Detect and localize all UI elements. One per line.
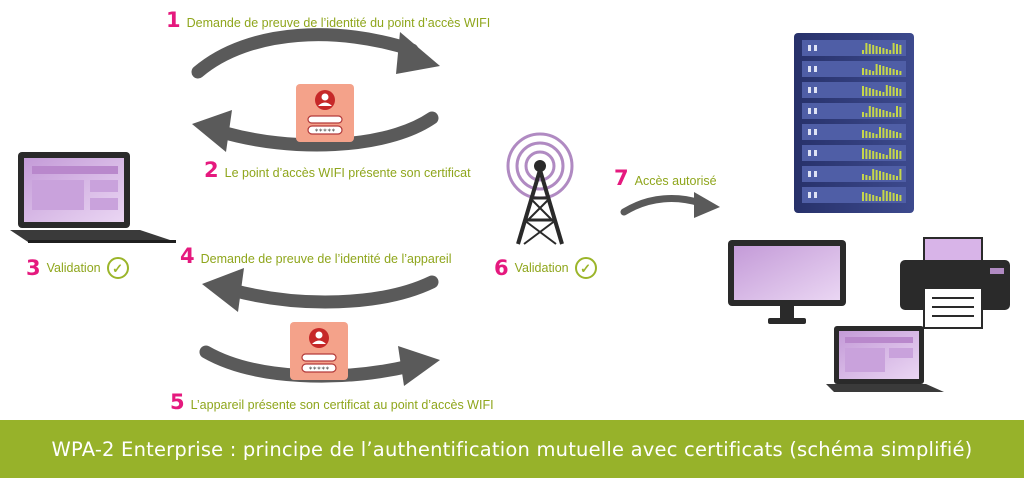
server-icon <box>794 33 914 213</box>
laptop-icon <box>10 152 176 243</box>
step-7-label: 7 Accès autorisé <box>614 166 717 190</box>
step-number: 1 <box>166 8 181 32</box>
step-2-label: 2 Le point d’accès WIFI présente son cer… <box>204 158 471 182</box>
certificate-icon: ***** <box>296 84 354 142</box>
step-5-label: 5 L’appareil présente son certificat au … <box>170 390 494 414</box>
step-number: 4 <box>180 244 195 268</box>
step-number: 6 <box>494 256 509 280</box>
step-text: Demande de preuve de l’identité de l’app… <box>200 252 452 266</box>
step-text: Validation <box>46 261 101 275</box>
step-number: 3 <box>26 256 41 280</box>
step-text: L’appareil présente son certificat au po… <box>190 398 494 412</box>
password-mask: ***** <box>308 366 329 374</box>
step-text: Accès autorisé <box>634 174 717 188</box>
diagram-title-banner: WPA-2 Enterprise : principe de l’authent… <box>0 420 1024 478</box>
password-mask: ***** <box>314 128 335 136</box>
wifi-antenna-icon <box>506 132 574 245</box>
step-6-validation: 6 Validation ✓ <box>494 256 597 280</box>
step-3-validation: 3 Validation ✓ <box>26 256 129 280</box>
arrow-step-7 <box>620 192 720 218</box>
arrow-step-2 <box>192 110 439 152</box>
laptop-icon <box>826 326 944 392</box>
arrow-step-1 <box>191 28 440 79</box>
step-number: 2 <box>204 158 219 182</box>
monitor-icon <box>728 240 846 324</box>
arrow-step-4 <box>202 268 439 312</box>
step-number: 5 <box>170 390 185 414</box>
step-4-label: 4 Demande de preuve de l’identité de l’a… <box>180 244 452 268</box>
step-1-label: 1 Demande de preuve de l’identité du poi… <box>166 8 490 32</box>
printer-icon <box>900 237 1010 329</box>
step-text: Validation <box>514 261 569 275</box>
check-icon: ✓ <box>574 257 597 279</box>
step-number: 7 <box>614 166 629 190</box>
step-text: Le point d’accès WIFI présente son certi… <box>224 166 471 180</box>
diagram-canvas: ***** ***** <box>10 8 1010 414</box>
step-text: Demande de preuve de l’identité du point… <box>186 16 491 30</box>
certificate-icon: ***** <box>290 322 348 380</box>
check-icon: ✓ <box>106 257 129 279</box>
